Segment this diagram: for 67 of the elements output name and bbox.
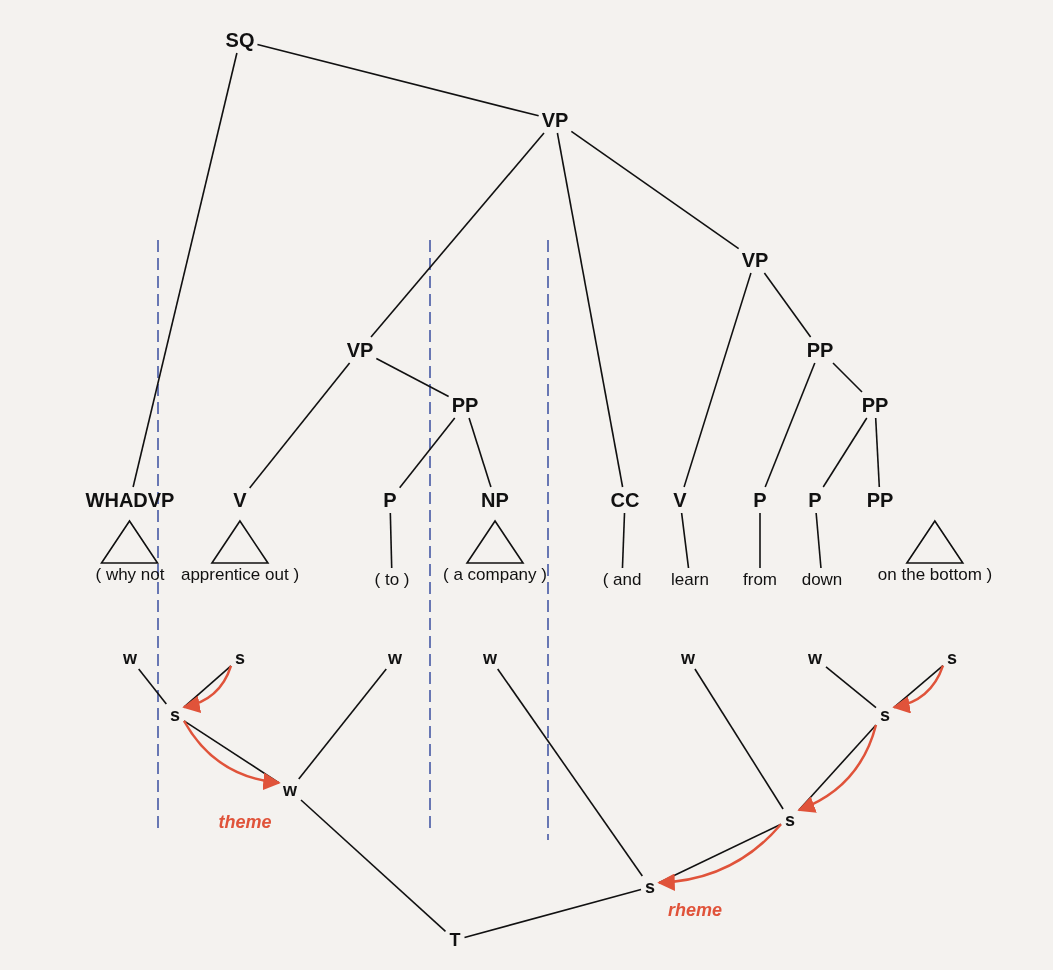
tree-branch-line [297,668,388,780]
tree-branch-line [248,362,351,489]
category-label: PP [450,394,480,416]
word-text: learn [671,570,709,590]
tree-branch-line [694,668,784,810]
tree-branch-line [389,512,393,569]
metrical-label: w [121,649,139,667]
word-text: ( a company ) [443,565,547,585]
metrical-label: w [679,649,697,667]
tree-branch-line [680,512,690,569]
metrical-label: s [878,706,892,724]
tree-branch-line [256,43,540,117]
word-text: ( and [602,570,642,590]
annotation-label: theme [218,811,272,833]
tree-branch-line [815,512,822,569]
tree-branch-line [463,888,642,939]
category-label: PP [805,339,835,361]
category-label: PP [865,489,895,511]
category-label: PP [860,394,890,416]
tree-branch-line [825,666,877,709]
metrical-label: w [481,649,499,667]
metrical-label: s [643,878,657,896]
tree-branch-line [496,668,644,877]
word-text: from [743,570,777,590]
tree-branch-line [468,417,492,488]
category-label: SQ [224,29,256,51]
tree-branch-line [398,417,456,489]
category-label: NP [480,489,510,511]
category-label: CC [609,489,641,511]
word-text: apprentice out ) [180,565,300,585]
tree-branch-line [683,272,752,488]
category-label: P [807,489,823,511]
metrical-label: T [447,931,463,949]
metrical-label: w [281,781,299,799]
metrical-label: s [168,706,182,724]
category-label: WHADVP [84,489,176,511]
metrical-label: s [233,649,247,667]
tree-branch-line [375,357,450,398]
category-label: VP [345,339,375,361]
tree-branch-line [570,130,740,250]
tree-branch-line [132,52,238,488]
tree-branch-line [874,417,881,488]
tree-branch-line [370,132,545,338]
word-text: ( to ) [374,570,410,590]
tree-branch-line [137,668,168,705]
category-label: V [672,489,688,511]
metrical-label: w [386,649,404,667]
category-label: VP [540,109,570,131]
tree-branch-line [822,417,868,488]
category-label: V [232,489,248,511]
annotation-label: rheme [668,899,722,921]
tree-branch-line [759,512,761,569]
word-text: on the bottom ) [877,565,993,585]
category-label: P [382,489,398,511]
tree-branch-line [832,362,863,393]
tree-branch-line [764,362,816,488]
metrical-label: s [783,811,797,829]
metrical-label: s [945,649,959,667]
tree-branch-line [300,799,447,933]
tree-branch-line [621,512,626,569]
category-label: P [752,489,768,511]
tree-branch-line [763,272,812,338]
metrical-label: w [806,649,824,667]
tree-branch-line [556,132,624,488]
category-label: VP [740,249,770,271]
word-text: ( why not [95,565,165,585]
word-text: down [801,570,843,590]
